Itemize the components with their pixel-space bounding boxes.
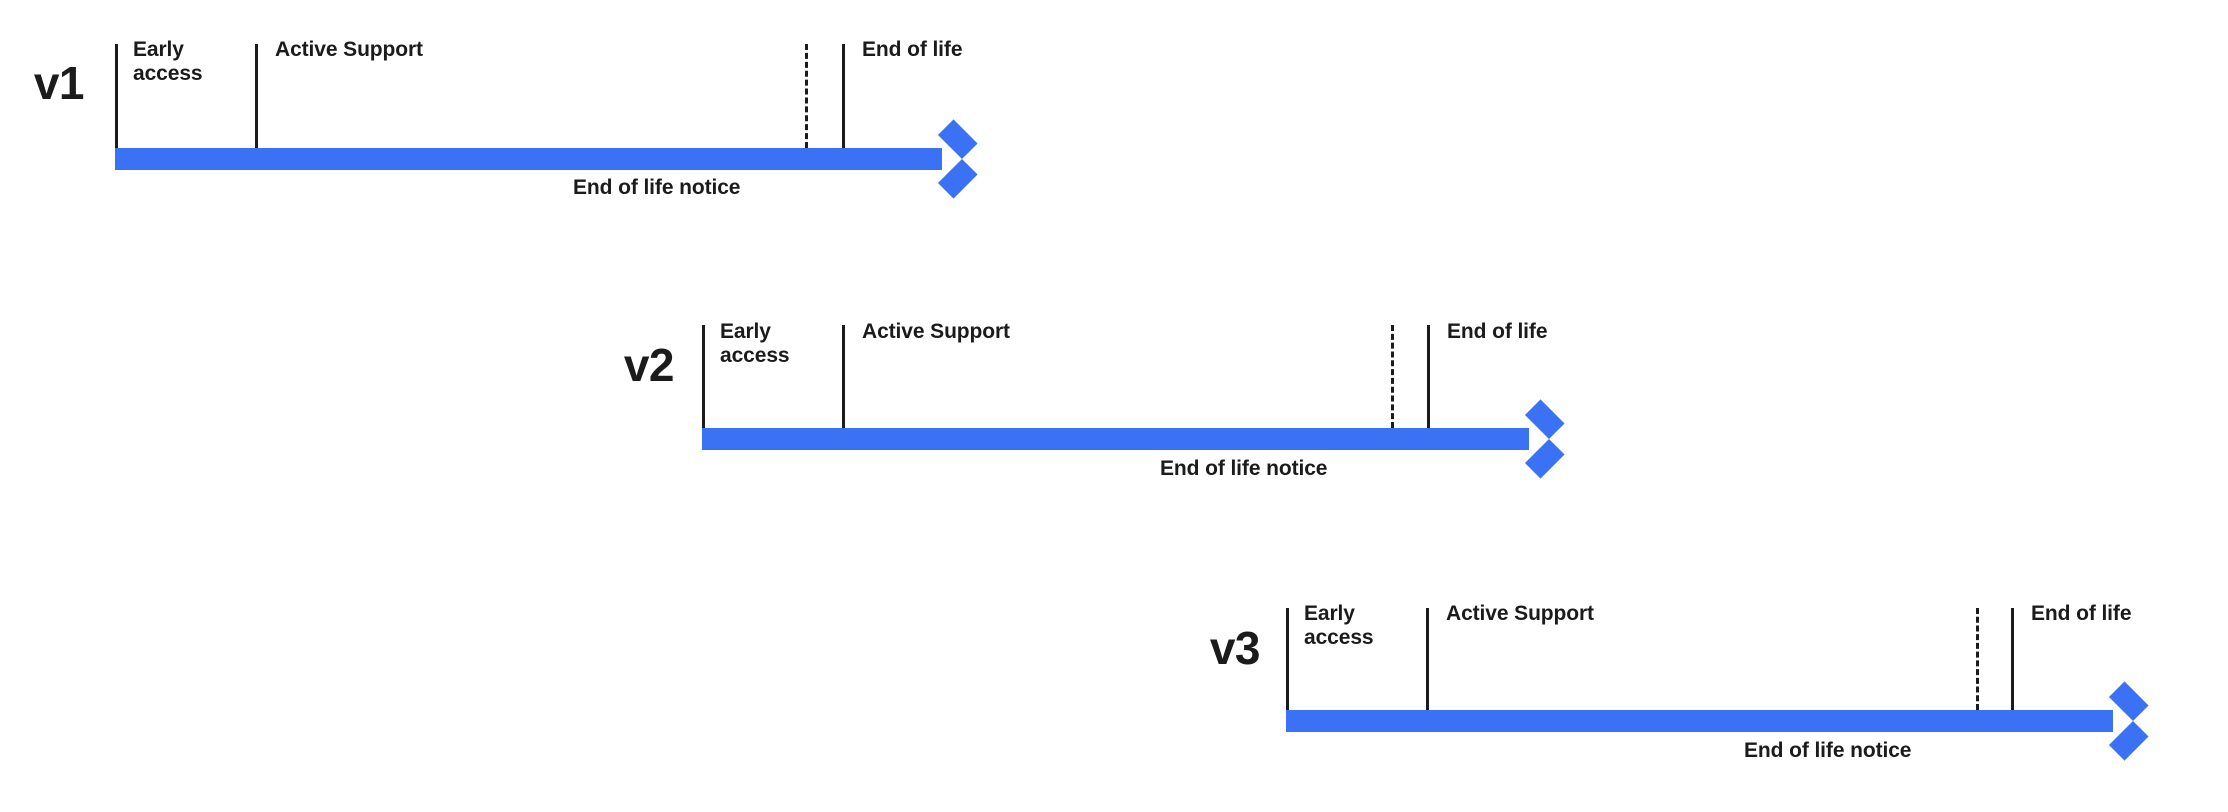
phase-divider [702,325,705,428]
phase-label: Early access [133,38,203,85]
timeline-arrow [115,148,970,170]
arrow-head-icon [926,137,970,181]
end-of-life-notice-label: End of life notice [1744,739,1912,762]
version-label-v1: v1 [33,57,85,109]
phase-divider [842,325,845,428]
end-of-life-notice-label: End of life notice [573,176,741,199]
arrow-head-icon [2097,699,2141,743]
phase-divider [1426,608,1429,710]
phase-divider-dashed [1391,325,1394,428]
phase-divider-dashed [805,44,808,148]
phase-divider [1286,608,1289,710]
phase-divider [1427,325,1430,428]
phase-divider [255,44,258,148]
timeline-arrow [1286,710,2141,732]
phase-label: Early access [1304,602,1374,649]
timeline-shaft [702,428,1529,450]
phase-label: Early access [720,320,790,367]
timeline-shaft [1286,710,2113,732]
phase-label: End of life [1447,320,1548,343]
version-label-v2: v2 [623,339,675,391]
phase-divider [2011,608,2014,710]
phase-divider [842,44,845,148]
phase-label: End of life [862,38,963,61]
phase-label: Active Support [275,38,423,61]
arrow-head-icon [1513,417,1557,461]
phase-divider-dashed [1976,608,1979,710]
timeline-shaft [115,148,942,170]
version-label-v3: v3 [1209,622,1261,674]
phase-label: Active Support [1446,602,1594,625]
end-of-life-notice-label: End of life notice [1160,457,1328,480]
timeline-arrow [702,428,1557,450]
phase-divider [115,44,118,148]
phase-label: End of life [2031,602,2132,625]
phase-label: Active Support [862,320,1010,343]
